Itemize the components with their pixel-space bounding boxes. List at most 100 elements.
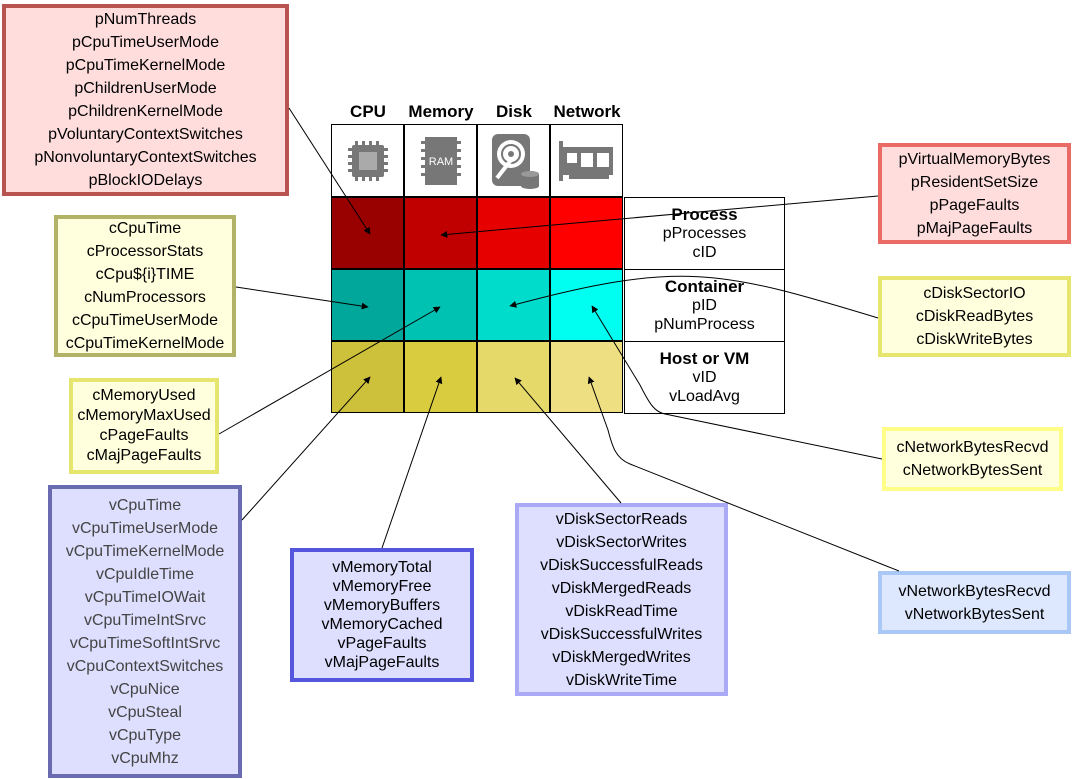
process-cpu-cell — [331, 197, 404, 269]
column-header-memory: Memory — [408, 102, 474, 121]
metric-name: vDiskReadTime — [565, 602, 678, 620]
process-cpu-metrics-box: pNumThreads pCpuTimeUserMode pCpuTimeKerne… — [2, 4, 289, 196]
process-disk-cell — [477, 197, 550, 269]
metric-name: pChildrenKernelMode — [68, 103, 223, 120]
metric-name: vCpuMhz — [111, 749, 179, 767]
container-memory-metrics-box: cMemoryUsed cMemoryMaxUsed cPageFaults cMaj… — [69, 378, 219, 474]
hard-disk-icon — [491, 133, 539, 189]
process-row-label: Process pProcesses cID — [624, 197, 785, 270]
metric-name: cCpuTimeUserMode — [71, 312, 219, 329]
metric-name: pCpuTimeKernelMode — [65, 57, 226, 74]
metric-name: cNetworkBytesSent — [902, 462, 1043, 479]
host-title: Host or VM — [659, 349, 750, 368]
process-line: pProcesses — [662, 225, 747, 242]
host-disk-metrics-box: vDiskSectorReads vDiskSectorWrites vDiskSu… — [515, 503, 728, 696]
metric-name: vCpuTime — [108, 496, 182, 514]
metric-name: vDiskMergedReads — [551, 579, 692, 597]
host-memory-metrics-box: vMemoryTotal vMemoryFree vMemoryBuffers vMe… — [290, 548, 474, 682]
metric-name: cCpuTimeKernelMode — [65, 335, 225, 352]
metric-name: vMemoryFree — [332, 578, 432, 595]
metric-name: vCpuNice — [110, 680, 180, 698]
host-disk-cell — [477, 341, 550, 413]
disk-icon-cell — [477, 124, 550, 197]
process-memory-cell — [404, 197, 477, 269]
ram-module-icon: RAM — [420, 136, 461, 185]
metric-name: cNetworkBytesRecvd — [896, 439, 1049, 456]
metric-name: pResidentSetSize — [910, 173, 1039, 191]
process-line: cID — [692, 244, 717, 261]
container-network-cell — [550, 269, 623, 341]
container-disk-cell — [477, 269, 550, 341]
metric-name: pPageFaults — [929, 196, 1020, 214]
column-header-cpu: CPU — [350, 102, 386, 121]
host-row-label: Host or VM vID vLoadAvg — [624, 341, 785, 414]
metric-name: vNetworkBytesSent — [904, 605, 1045, 623]
metric-name: vMemoryCached — [321, 616, 443, 633]
metric-name: vCpuTimeKernelMode — [65, 542, 225, 560]
column-header-network: Network — [553, 102, 621, 121]
container-row-label: Container pID pNumProcess — [624, 269, 785, 342]
metric-name: cCpu${i}TIME — [95, 266, 195, 283]
metric-name: pBlockIODelays — [88, 172, 203, 189]
metric-name: cDiskReadBytes — [915, 308, 1034, 325]
metric-name: cPageFaults — [99, 427, 189, 444]
column-header-disk: Disk — [496, 102, 532, 121]
metric-name: vDiskSuccessfulWrites — [540, 625, 703, 643]
container-line: pNumProcess — [654, 316, 755, 333]
metric-name: pNonvoluntaryContextSwitches — [34, 149, 257, 166]
metric-name: cNumProcessors — [84, 289, 206, 306]
metric-name: cDiskWriteBytes — [916, 331, 1033, 348]
container-line: pID — [692, 297, 717, 314]
host-network-cell — [550, 341, 623, 413]
metric-name: vCpuContextSwitches — [66, 657, 224, 675]
ram-label: RAM — [428, 156, 452, 168]
host-line: vLoadAvg — [669, 388, 740, 405]
metric-name: vCpuTimeIntSrvc — [83, 611, 207, 629]
container-network-metrics-box: cNetworkBytesRecvd cNetworkBytesSent — [882, 427, 1063, 491]
metric-name: vCpuTimeUserMode — [71, 519, 219, 537]
metric-name: pMajPageFaults — [916, 219, 1033, 237]
container-title: Container — [664, 277, 745, 296]
metric-name: cMemoryMaxUsed — [77, 407, 211, 424]
metric-name: cDiskSectorIO — [923, 285, 1026, 302]
metric-name: vDiskSectorReads — [555, 510, 688, 528]
metric-name: vCpuIdleTime — [95, 565, 195, 583]
metric-name: vDiskWriteTime — [565, 671, 678, 689]
metric-name: pVirtualMemoryBytes — [898, 150, 1051, 168]
metric-name: vMemoryBuffers — [323, 597, 441, 614]
metric-name: vDiskSuccessfulReads — [540, 556, 703, 574]
metric-name: vCpuTimeIOWait — [84, 588, 206, 606]
container-memory-cell — [404, 269, 477, 341]
metric-name: vDiskSectorWrites — [556, 533, 687, 551]
process-memory-metrics-box: pVirtualMemoryBytes pResidentSetSize pPage… — [878, 143, 1071, 244]
metric-name: vPageFaults — [337, 635, 427, 652]
network-card-icon — [558, 140, 613, 181]
process-title: Process — [671, 205, 738, 224]
cpu-icon-cell — [331, 124, 404, 197]
host-network-metrics-box: vNetworkBytesRecvd vNetworkBytesSent — [878, 571, 1071, 634]
metric-name: pVoluntaryContextSwitches — [48, 126, 243, 143]
container-disk-metrics-box: cDiskSectorIO cDiskReadBytes cDiskWriteByt… — [878, 276, 1071, 357]
metric-name: vCpuType — [108, 726, 182, 744]
metric-name: vCpuSteal — [108, 703, 182, 721]
metric-name: cCpuTime — [108, 220, 182, 237]
host-line: vID — [692, 369, 717, 386]
metric-name: vCpuTimeSoftIntSrvc — [69, 634, 221, 652]
metric-name: cProcessorStats — [86, 243, 204, 260]
metric-name: pChildrenUserMode — [74, 80, 217, 97]
container-cpu-cell — [331, 269, 404, 341]
cpu-chip-icon — [347, 140, 388, 181]
metric-name: pNumThreads — [94, 11, 197, 28]
host-cpu-metrics-box: vCpuTime vCpuTimeUserMode vCpuTimeKernelMo… — [48, 485, 242, 778]
metric-name: vNetworkBytesRecvd — [898, 582, 1051, 600]
process-network-cell — [550, 197, 623, 269]
metric-name: vMemoryTotal — [332, 559, 432, 576]
metric-name: vMajPageFaults — [324, 654, 440, 671]
network-icon-cell — [550, 124, 623, 197]
host-memory-cell — [404, 341, 477, 413]
host-cpu-cell — [331, 341, 404, 413]
metric-name: cMemoryUsed — [92, 387, 196, 404]
memory-icon-cell: RAM — [404, 124, 477, 197]
metric-name: cMajPageFaults — [86, 447, 202, 464]
metric-name: pCpuTimeUserMode — [71, 34, 219, 51]
